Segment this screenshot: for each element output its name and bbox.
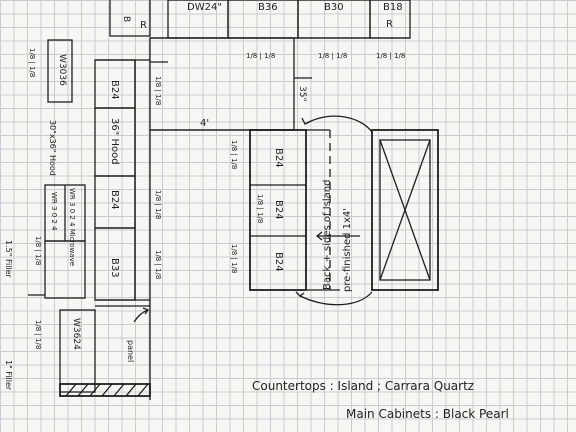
dims-island-top: 1/8 | 1/8 <box>230 140 238 169</box>
dims-w3036: 1/8 | 1/8 <box>28 48 36 77</box>
dims-w36: 1/8 | 1/8 <box>34 320 42 349</box>
top-corner-r-label-right: R <box>386 19 393 30</box>
dim-4-label: 4' <box>200 118 209 129</box>
b33-label: B33 <box>109 258 120 278</box>
island-b24-top: B24 <box>273 148 284 168</box>
dims-island-mid: 1/8 | 1/8 <box>256 194 264 223</box>
main-cabinets-note: Main Cabinets : Black Pearl <box>346 407 509 421</box>
top-corner-b-label: B <box>121 16 131 22</box>
top-corner-r-label: R <box>140 20 147 31</box>
top-cabinet-dw24: DW24" <box>187 2 222 13</box>
w3036-label: W3036 <box>57 54 67 86</box>
island-back-panel <box>371 129 439 291</box>
island-b24-bot: B24 <box>273 252 284 272</box>
island-note-line2: pre-finished 1x4' <box>342 208 353 292</box>
wall-cabinets-left <box>44 39 96 393</box>
filler-1-label: 1" Filler <box>4 360 13 391</box>
island-cabinets <box>249 129 340 291</box>
bottom-wall-hatch <box>59 383 151 397</box>
island-arrow-top <box>304 115 373 133</box>
dims-island-bot: 1/8 | 1/8 <box>230 244 238 273</box>
panel-label: panel <box>126 340 135 362</box>
hood-upper-label: 30"x36" Hood <box>48 120 57 176</box>
hood-base-label: 36" Hood <box>109 118 120 165</box>
dim-35-label: 35" <box>297 86 307 102</box>
dims-b33: 1/8 | 1/8 <box>154 250 162 279</box>
dims-wr: 1/8 | 1/8 <box>34 236 42 265</box>
w36-label: W3624 <box>71 318 81 350</box>
wr-left-label: WR 3 0 2 4 <box>50 192 58 231</box>
filler-15-label: 1.5" Filler <box>4 240 13 279</box>
b24-mid-label: B24 <box>109 190 120 210</box>
dims-b24-upper: 1/8 | 1/8 <box>154 76 162 105</box>
island-arrow-bottom <box>299 291 373 306</box>
countertops-note: Countertops : Island ; Carrara Quartz <box>252 379 474 393</box>
dims-top-b18: 1/8 | 1/8 <box>376 52 405 60</box>
top-cabinet-b18: B18 <box>383 2 403 13</box>
top-cabinet-b30: B30 <box>324 2 344 13</box>
wr-right-label: WR 3 0 2 4 Microwave <box>68 188 76 266</box>
dims-corner: 1/8 | 1/8 <box>246 52 275 60</box>
top-cabinet-b36: B36 <box>258 2 278 13</box>
dims-top-b30: 1/8 | 1/8 <box>318 52 347 60</box>
island-note-line1: Back + sides of Island <box>322 180 333 290</box>
left-cabinet-column <box>94 59 151 400</box>
island-b24-mid: B24 <box>273 200 284 220</box>
dims-b24-mid: 1/8 | 1/8 <box>154 190 162 219</box>
b24-upper-label: B24 <box>109 80 120 100</box>
